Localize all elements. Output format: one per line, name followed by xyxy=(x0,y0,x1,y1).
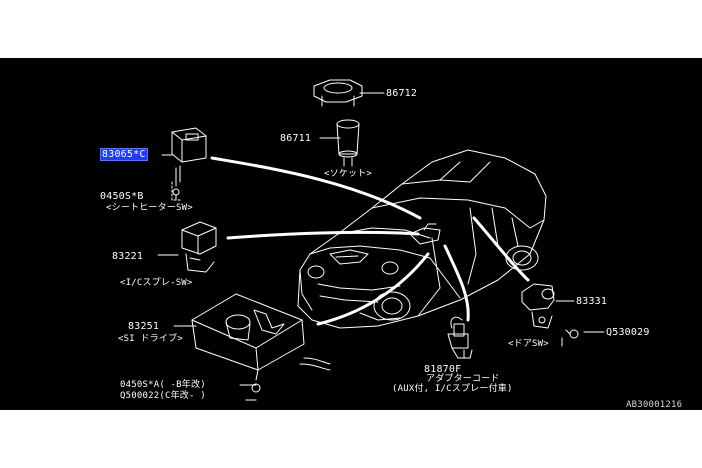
part-desc-adapter-cord: アダプターコード xyxy=(426,374,500,384)
parts-diagram: 83065*C 0450S*B <シートヒーターSW> 86712 86711 … xyxy=(0,58,702,410)
part-desc-door-sw: <ドアSW> xyxy=(508,339,549,349)
vehicle-illustration xyxy=(297,149,547,329)
adapter-cord-part xyxy=(447,316,473,359)
part-desc-seat-heater-sw: <シートヒーターSW> xyxy=(106,203,193,213)
seat-heater-switch-part xyxy=(171,127,207,201)
part-number-86711[interactable]: 86711 xyxy=(280,133,312,144)
part-desc-ic-spray-sw: <I/Cスプレ-SW> xyxy=(120,278,193,288)
part-desc-si-drive: <SI ドライブ> xyxy=(118,334,183,344)
part-number-0450s-b[interactable]: 0450S*B xyxy=(100,191,144,202)
part-number-83331[interactable]: 83331 xyxy=(576,296,608,307)
part-number-q530029[interactable]: Q530029 xyxy=(606,327,650,338)
ic-spray-switch-part xyxy=(181,221,217,273)
part-desc-adapter-cord-note: (AUX付, I/Cスプレー付車) xyxy=(392,384,513,394)
part-desc-socket: <ソケット> xyxy=(324,169,373,179)
part-number-83221[interactable]: 83221 xyxy=(112,251,144,262)
si-drive-part xyxy=(191,293,331,393)
part-number-81870f[interactable]: 81870F xyxy=(424,364,462,375)
part-number-86712[interactable]: 86712 xyxy=(386,88,418,99)
part-number-q500022[interactable]: Q500022(C年改- ) xyxy=(120,391,206,401)
part-number-83065[interactable]: 83065*C xyxy=(100,148,148,161)
part-number-0450s-a[interactable]: 0450S*A( -B年改) xyxy=(120,380,206,390)
socket-ring-part xyxy=(313,79,363,107)
part-number-83251[interactable]: 83251 xyxy=(128,321,160,332)
screw-part xyxy=(565,329,579,339)
socket-part xyxy=(336,119,360,167)
figure-id: AB30001216 xyxy=(626,400,683,410)
diagram-drawing xyxy=(157,79,605,401)
door-switch-part xyxy=(521,283,555,329)
highlighted-part-label[interactable]: 83065*C xyxy=(100,148,148,161)
